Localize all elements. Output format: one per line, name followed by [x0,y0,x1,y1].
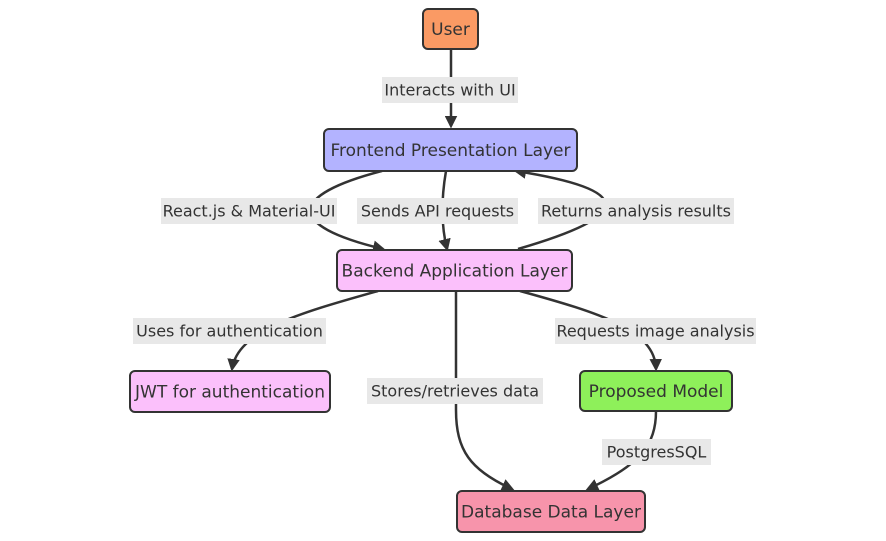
edge-label-postgres: PostgresSQL [602,439,711,465]
node-user-box [422,8,479,50]
svg-text:Backend Application Layer: Backend Application Layer [342,262,568,282]
node-jwt: JWT for authentication [129,370,331,413]
node-backend-box [336,249,573,292]
node-user: User [422,8,479,50]
svg-text:Proposed Model: Proposed Model [589,382,724,402]
svg-text:Database Data Layer: Database Data Layer [461,503,641,523]
edge-label-react: React.js & Material-UI [161,198,337,224]
edge-label-stores: Stores/retrieves data [367,378,543,404]
node-database-box [456,490,646,533]
node-frontend-box [323,128,578,172]
svg-text:Requests image analysis: Requests image analysis [556,322,754,341]
svg-text:PostgresSQL: PostgresSQL [607,443,707,462]
node-jwt-box [129,370,331,413]
svg-text:JWT for authentication: JWT for authentication [134,383,325,403]
svg-text:React.js & Material-UI: React.js & Material-UI [163,202,336,221]
edge-label-api: Sends API requests [357,198,518,224]
node-frontend: Frontend Presentation Layer [323,128,578,172]
svg-text:Stores/retrieves data: Stores/retrieves data [371,382,539,401]
edge-label-image-analysis: Requests image analysis [555,318,756,344]
svg-text:Uses for authentication: Uses for authentication [136,322,323,341]
node-database: Database Data Layer [456,490,646,533]
svg-text:Interacts with UI: Interacts with UI [384,81,515,100]
edge-backend-to-database [454,291,515,491]
svg-text:User: User [431,20,470,40]
node-model-box [579,370,733,412]
node-backend: Backend Application Layer [336,249,573,292]
svg-text:Returns analysis results: Returns analysis results [541,202,731,221]
svg-text:Frontend Presentation Layer: Frontend Presentation Layer [331,141,571,161]
edge-label-auth: Uses for authentication [133,318,326,344]
edge-label-results: Returns analysis results [538,198,734,224]
node-model: Proposed Model [579,370,733,412]
svg-text:Sends API requests: Sends API requests [361,202,514,221]
edge-label-interacts: Interacts with UI [382,77,518,103]
